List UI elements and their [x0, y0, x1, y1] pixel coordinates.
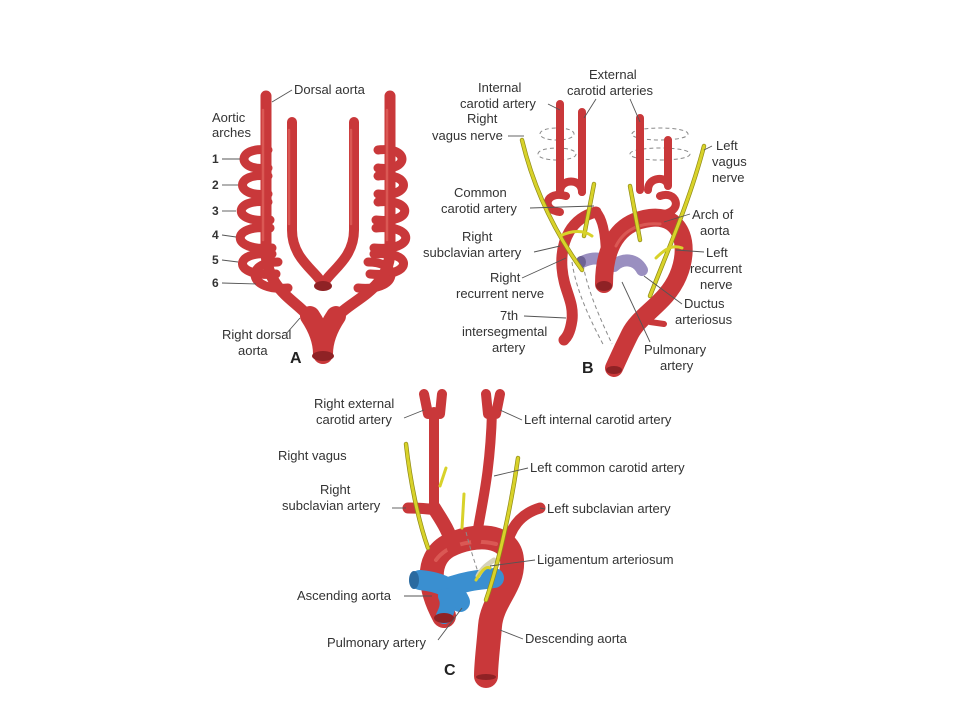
- label-right-vagus-line1: Right: [467, 111, 498, 126]
- label-right-dorsal-aorta-line1: Right dorsal: [222, 327, 291, 342]
- label-pulmonary-b-line2: artery: [660, 358, 694, 373]
- panel-a-ventral-aortae: [287, 117, 359, 289]
- label-ductus-line2: arteriosus: [675, 312, 733, 327]
- arch-number-1: 1: [212, 152, 219, 166]
- label-right-external-carotid-line1: Right external: [314, 396, 394, 411]
- label-7th-intersegmental-line2: intersegmental: [462, 324, 547, 339]
- panel-c-left-carotid: [471, 389, 505, 547]
- panel-b-vagus-nerves: [519, 137, 707, 299]
- panel-a-aortic-sac-opening: [314, 281, 332, 291]
- label-left-recurrent-line2: recurrent: [690, 261, 742, 276]
- panel-a-aorta-opening: [312, 351, 334, 361]
- panel-c: C Right external carotid artery Left int…: [278, 389, 685, 688]
- panel-c-letter: C: [444, 662, 456, 679]
- label-dorsal-aorta: Dorsal aorta: [294, 82, 366, 97]
- label-left-vagus-line1: Left: [716, 138, 738, 153]
- label-left-vagus-line2: vagus: [712, 154, 747, 169]
- label-left-vagus-line3: nerve: [712, 170, 745, 185]
- panel-a-fused-dorsal-aorta: [300, 306, 346, 364]
- arch-number-6: 6: [212, 276, 219, 290]
- panel-b-carotid-loops: [543, 136, 680, 218]
- label-ductus-line1: Ductus: [684, 296, 725, 311]
- label-left-recurrent-line3: nerve: [700, 277, 733, 292]
- label-left-recurrent-line1: Left: [706, 245, 728, 260]
- label-common-carotid-line1: Common: [454, 185, 507, 200]
- label-pulmonary-b-line1: Pulmonary: [644, 342, 707, 357]
- arch-number-3: 3: [212, 204, 219, 218]
- label-aortic-arches-line2: arches: [212, 125, 252, 140]
- panel-c-left-subclavian: [500, 502, 546, 554]
- label-arch-of-aorta-line1: Arch of: [692, 207, 734, 222]
- arch-number-4: 4: [212, 228, 219, 242]
- label-right-vagus-c: Right vagus: [278, 448, 347, 463]
- label-ascending-aorta: Ascending aorta: [297, 588, 392, 603]
- label-ligamentum-arteriosum: Ligamentum arteriosum: [537, 552, 674, 567]
- label-right-subclavian-c-line2: subclavian artery: [282, 498, 381, 513]
- panel-b-arch-of-aorta: [595, 208, 693, 377]
- panel-c-vagus-nerves: [403, 441, 521, 603]
- label-arch-of-aorta-line2: aorta: [700, 223, 730, 238]
- label-pulmonary-artery-c: Pulmonary artery: [327, 635, 426, 650]
- label-aortic-arches-line1: Aortic: [212, 110, 246, 125]
- label-descending-aorta: Descending aorta: [525, 631, 628, 646]
- label-right-subclavian-c-line1: Right: [320, 482, 351, 497]
- label-left-subclavian: Left subclavian artery: [547, 501, 671, 516]
- label-left-common-carotid: Left common carotid artery: [530, 460, 685, 475]
- label-external-carotid-line1: External: [589, 67, 637, 82]
- arch-number-5: 5: [212, 253, 219, 267]
- panel-a-letter: A: [290, 350, 302, 367]
- label-right-recurrent-line1: Right: [490, 270, 521, 285]
- label-left-internal-carotid: Left internal carotid artery: [524, 412, 672, 427]
- panel-c-aortic-arch: [419, 525, 525, 688]
- label-right-subclavian-line1: Right: [462, 229, 493, 244]
- label-external-carotid-line2: carotid arteries: [567, 83, 653, 98]
- label-common-carotid-line2: carotid artery: [441, 201, 517, 216]
- label-right-vagus-line2: vagus nerve: [432, 128, 503, 143]
- label-right-recurrent-line2: recurrent nerve: [456, 286, 544, 301]
- label-7th-intersegmental-line3: artery: [492, 340, 526, 355]
- label-internal-carotid-line2: carotid artery: [460, 96, 536, 111]
- label-right-dorsal-aorta-line2: aorta: [238, 343, 268, 358]
- panel-c-right-carotid: [419, 389, 447, 513]
- label-right-subclavian-line2: subclavian artery: [423, 245, 522, 260]
- label-internal-carotid-line1: Internal: [478, 80, 521, 95]
- panel-a: A Dorsal aorta Aortic arches 1 2 3 4 5 6…: [212, 82, 411, 367]
- panel-b-letter: B: [582, 360, 594, 377]
- panel-b: B Internal carotid artery External carot…: [423, 67, 747, 377]
- arch-number-2: 2: [212, 178, 219, 192]
- label-7th-intersegmental-line1: 7th: [500, 308, 518, 323]
- panel-b-right-subclavian: [556, 206, 602, 346]
- panel-b-external-carotids: [556, 100, 644, 196]
- label-right-external-carotid-line2: carotid artery: [316, 412, 392, 427]
